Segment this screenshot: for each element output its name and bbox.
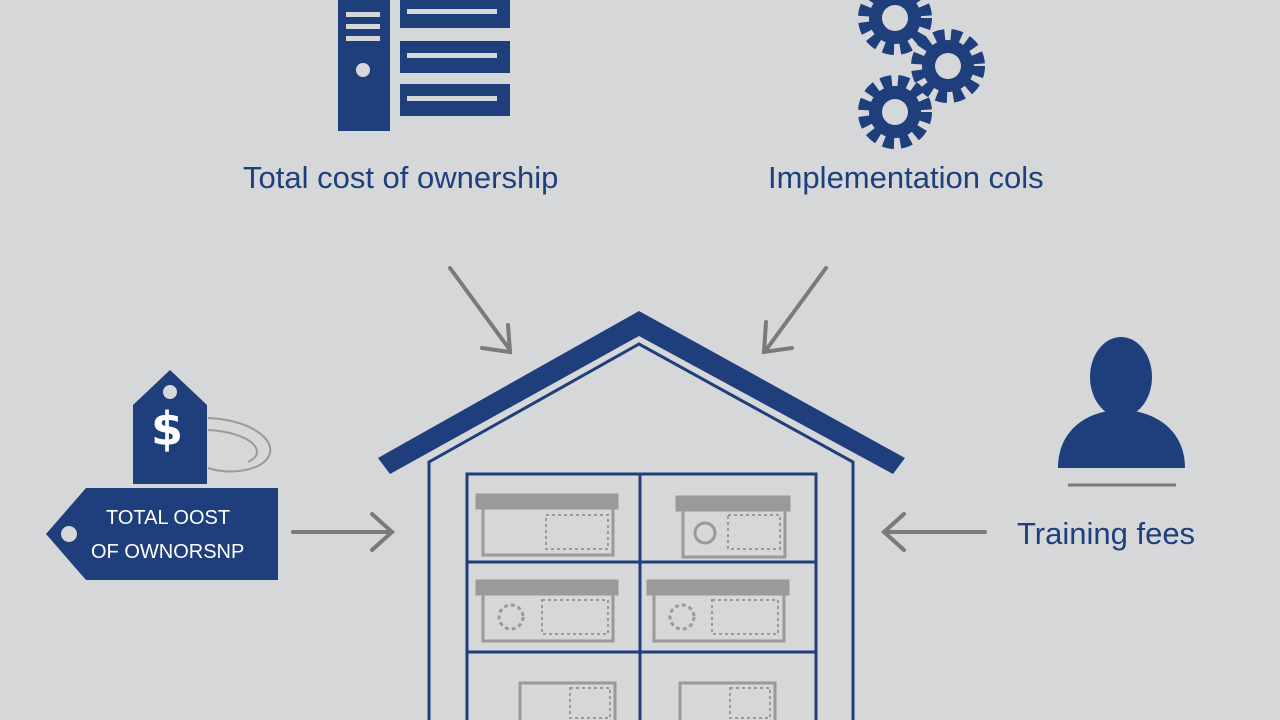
server-icon — [338, 0, 510, 131]
arrow-topright — [761, 266, 828, 355]
price-tag-line2: OF OWNORSNP — [91, 541, 245, 563]
arrow-icon — [291, 266, 987, 552]
house-icon — [378, 311, 905, 720]
arrow-right — [881, 512, 987, 552]
price-tag-icon — [46, 370, 278, 580]
total-cost-of-ownership-label: Total cost of ownership — [243, 160, 559, 195]
dollar-symbol: $ — [151, 402, 184, 456]
training-fees-label: Training fees — [1017, 516, 1196, 551]
arrow-left — [291, 512, 395, 552]
person-icon — [1058, 337, 1185, 487]
shelf-dots — [541, 514, 781, 719]
price-tag-line1: TOTAL OOST — [106, 507, 231, 529]
arrow-topleft — [448, 266, 513, 355]
shelf-item — [475, 493, 791, 720]
gears-icon — [858, 0, 985, 149]
implementation-costs-label: Implementation cols — [768, 160, 1044, 195]
